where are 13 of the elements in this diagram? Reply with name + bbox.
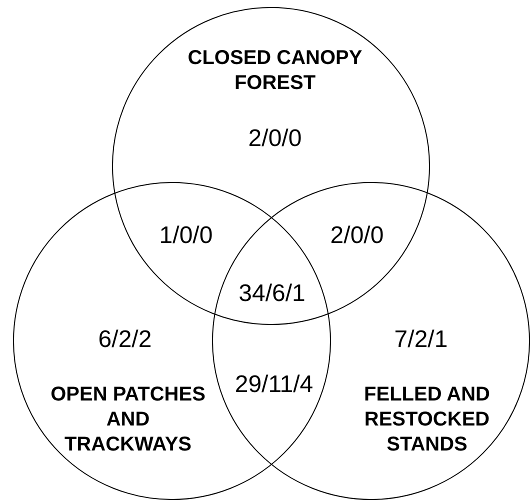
region-count: 2/0/0	[248, 125, 302, 153]
region-count: 1/0/0	[159, 222, 213, 250]
region-count: 7/2/1	[394, 326, 448, 354]
set-title: CLOSED CANOPY FOREST	[186, 46, 364, 96]
set-title: FELLED AND RESTOCKED STANDS	[363, 382, 491, 458]
region-count: 2/0/0	[330, 222, 384, 250]
region-count: 6/2/2	[98, 326, 152, 354]
region-count: 34/6/1	[238, 280, 306, 308]
set-title: OPEN PATCHES AND TRACKWAYS	[50, 382, 206, 458]
set-circle	[112, 7, 430, 325]
region-count: 29/11/4	[234, 371, 314, 399]
set-circle	[13, 182, 331, 500]
set-circle	[212, 182, 530, 500]
